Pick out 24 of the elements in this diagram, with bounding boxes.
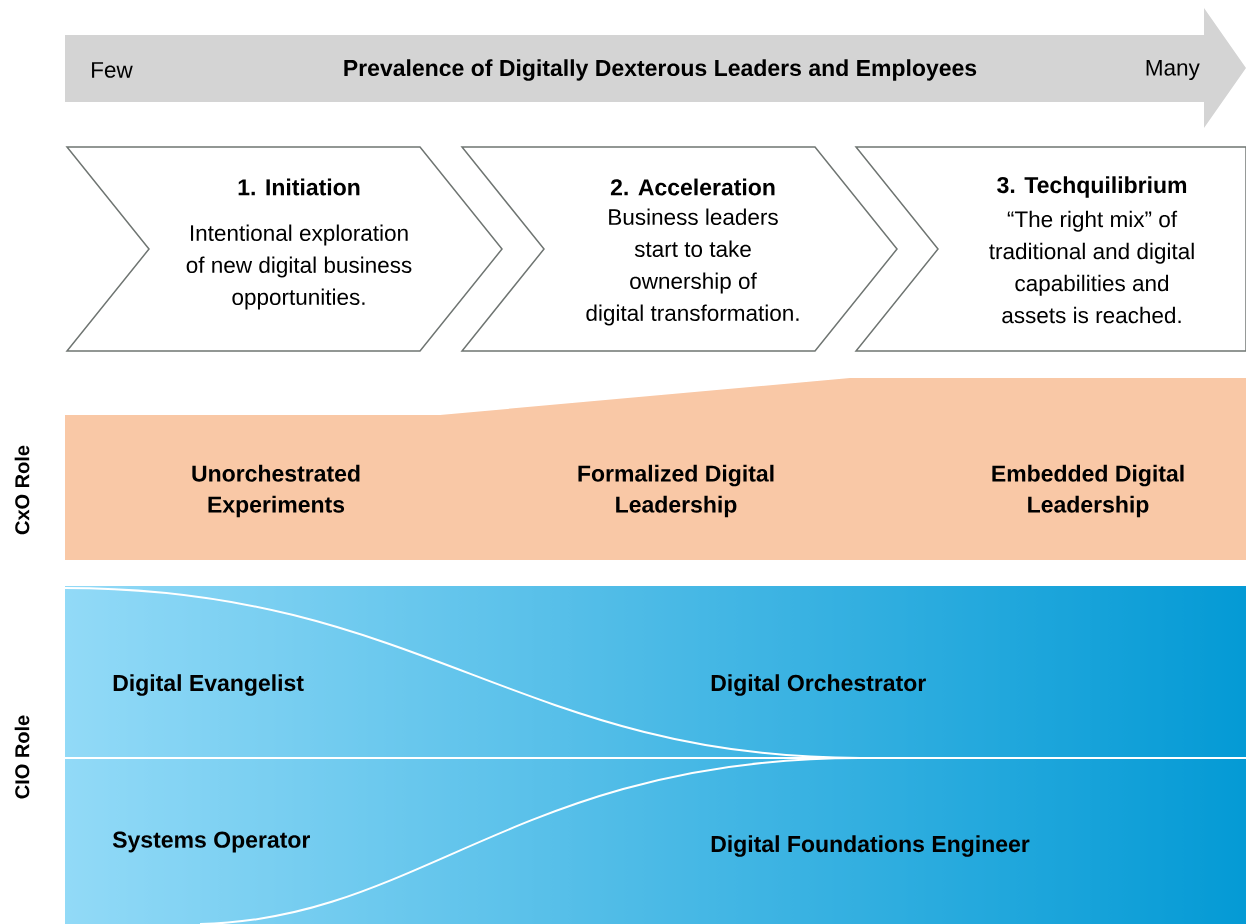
stage-panel — [854, 146, 1246, 352]
scale-title: Prevalence of Digitally Dexterous Leaders and Employees — [344, 59, 977, 81]
cio-role-band — [64, 587, 1246, 924]
side-label: CIO Role — [14, 715, 30, 799]
side-label: CxO Role — [14, 445, 30, 535]
stage-panel — [460, 146, 898, 352]
scale-arrow — [65, 8, 1246, 128]
stage-heading: 1. Initiation — [238, 178, 360, 196]
role-label: Formalized Digital Leadership — [578, 464, 774, 518]
stage-description: Business leaders start to take ownership of digital transformation. — [586, 208, 799, 326]
role-label: Embedded Digital Leadership — [992, 464, 1184, 518]
role-label: Digital Foundations Engineer — [711, 835, 1030, 857]
role-label: Unorchestrated Experiments — [192, 464, 360, 518]
stage-description: Intentional exploration of new digital business opportunities. — [186, 224, 412, 310]
scale-end-label: Many — [1146, 59, 1200, 81]
role-label: Systems Operator — [112, 831, 310, 853]
cxo-role-band — [65, 378, 1246, 560]
stage-heading: 3. Techquilibrium — [997, 176, 1187, 198]
scale-end-label: Few — [92, 62, 133, 78]
role-label: Digital Orchestrator — [711, 674, 926, 696]
stage-heading: 2. Acceleration — [610, 178, 775, 196]
role-label: Digital Evangelist — [113, 674, 304, 696]
stage-panel — [65, 146, 503, 352]
stage-description: “The right mix” of traditional and digital capabilities and assets is reached. — [989, 210, 1194, 324]
